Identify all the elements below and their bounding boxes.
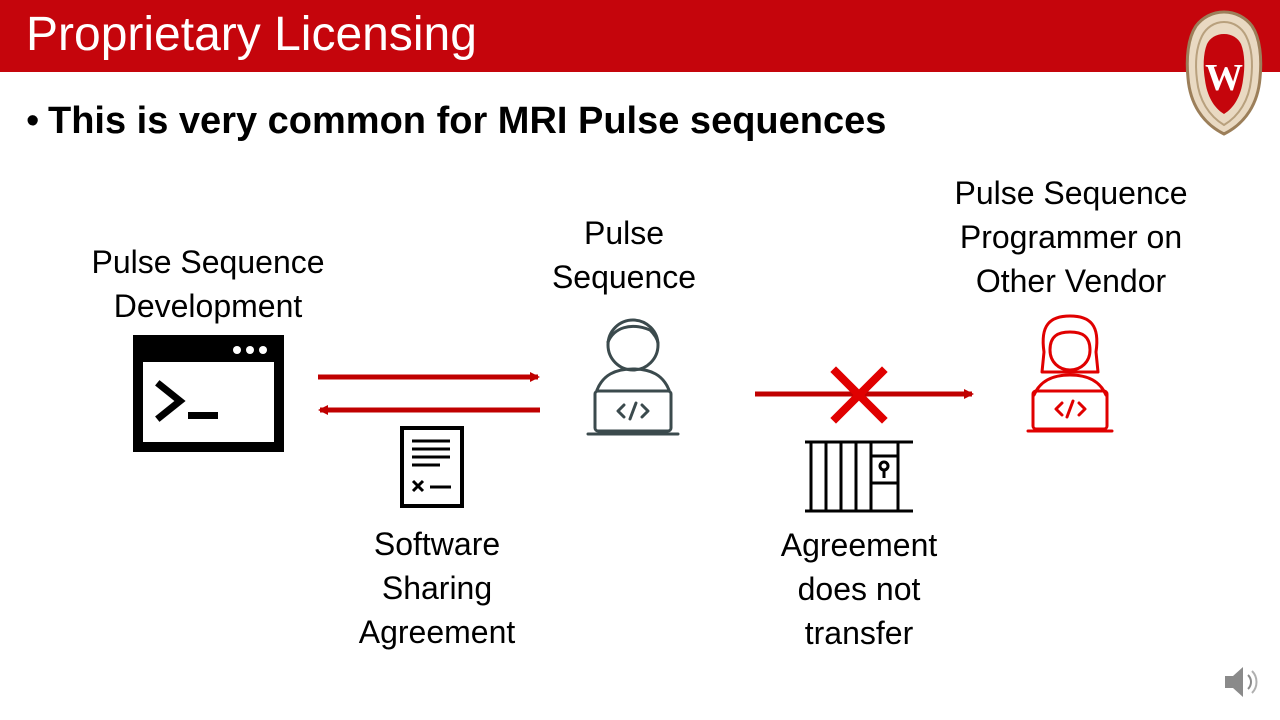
label-pulse-sequence-line-1: Pulse xyxy=(583,215,665,251)
contract-icon xyxy=(400,426,464,508)
bullet-dot: • xyxy=(26,100,40,142)
label-programmer-line-1: Pulse Sequence xyxy=(954,175,1188,211)
bullet-item: •This is very common for MRI Pulse seque… xyxy=(26,98,886,144)
crest-letter: W xyxy=(1205,57,1243,99)
developer-red-icon xyxy=(1026,314,1114,433)
speaker-icon[interactable] xyxy=(1222,662,1264,702)
terminal-window-icon xyxy=(133,335,284,452)
title-bar xyxy=(0,0,1280,72)
label-development: Pulse Sequence Development xyxy=(58,240,358,328)
label-pulse-sequence-line-2: Sequence xyxy=(551,259,697,295)
x-mark-icon xyxy=(830,366,888,424)
label-no-transfer-line-1: Agreement xyxy=(780,527,938,563)
label-software-agreement-line-3: Agreement xyxy=(358,614,516,650)
bullet-text: This is very common for MRI Pulse sequen… xyxy=(48,100,887,142)
label-no-transfer-line-2: does not xyxy=(797,571,921,607)
label-programmer-line-3: Other Vendor xyxy=(975,263,1167,299)
label-software-agreement: Software Sharing Agreement xyxy=(326,522,548,654)
prison-icon xyxy=(805,440,913,513)
slide-title: Proprietary Licensing xyxy=(26,8,477,61)
label-development-line-2: Development xyxy=(113,288,303,324)
label-no-transfer-line-3: transfer xyxy=(804,615,914,651)
label-programmer-line-2: Programmer on xyxy=(959,219,1183,255)
label-no-transfer: Agreement does not transfer xyxy=(748,523,970,655)
label-software-agreement-line-2: Sharing xyxy=(381,570,493,606)
label-software-agreement-line-1: Software xyxy=(373,526,501,562)
label-pulse-sequence: Pulse Sequence xyxy=(524,211,724,299)
label-programmer: Pulse Sequence Programmer on Other Vendo… xyxy=(910,171,1232,303)
uw-crest-logo: W xyxy=(1185,10,1263,136)
developer-icon xyxy=(586,318,680,436)
label-development-line-1: Pulse Sequence xyxy=(91,244,325,280)
